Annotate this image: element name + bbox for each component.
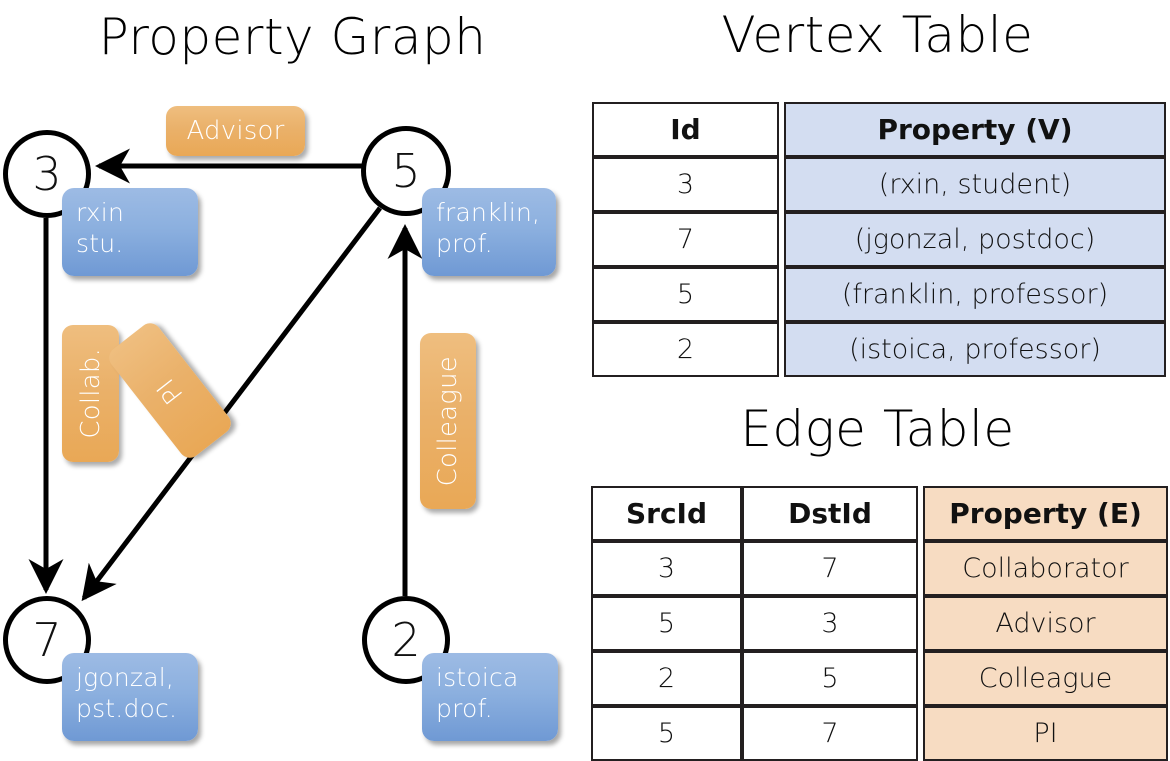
edge-cell-dstid: 5 <box>742 651 918 706</box>
graph-node-2-property: istoica prof. <box>422 653 558 741</box>
graph-edges-svg <box>28 148 423 602</box>
edge-table-header-dstid: DstId <box>742 486 918 541</box>
edge-table-header-srcid: SrcId <box>591 486 742 541</box>
graph-node-7-property-line2: pst.doc. <box>76 693 178 723</box>
vertex-cell-id: 3 <box>592 157 779 212</box>
graph-node-2-property-line1: istoica <box>436 663 519 692</box>
vertex-table-header-property: Property (V) <box>784 102 1166 157</box>
graph-node-3-label: 3 <box>32 147 62 201</box>
page-title-vertex-table: Vertex Table <box>721 6 1034 64</box>
vertex-table: Id Property (V) 3 (rxin, student) 7 (jgo… <box>592 102 1166 377</box>
graph-node-5[interactable]: 5 <box>361 126 451 216</box>
vertex-cell-id: 5 <box>592 267 779 322</box>
table-row: 3 7 Collaborator <box>591 541 1168 596</box>
property-graph-panel: Property Graph Advisor Collab. PI <box>0 0 585 760</box>
edge-cell-srcid: 5 <box>591 596 742 651</box>
vertex-table-header-id: Id <box>592 102 779 157</box>
vertex-cell-property: (franklin, professor) <box>784 267 1166 322</box>
edge-cell-srcid: 3 <box>591 541 742 596</box>
edge-cell-property: Collaborator <box>923 541 1168 596</box>
graph-node-5-property: franklin, prof. <box>422 188 556 276</box>
vertex-cell-id: 2 <box>592 322 779 377</box>
edge-cell-dstid: 7 <box>742 706 918 761</box>
vertex-cell-property: (istoica, professor) <box>784 322 1166 377</box>
graph-node-7-label: 7 <box>32 613 62 667</box>
graph-node-3-property: rxin stu. <box>62 188 198 276</box>
graph-node-3-property-line2: stu. <box>76 228 124 258</box>
page-title-property-graph: Property Graph <box>98 8 487 66</box>
edge-cell-srcid: 2 <box>591 651 742 706</box>
graph-node-5-property-line1: franklin, <box>436 198 541 227</box>
table-row: 5 3 Advisor <box>591 596 1168 651</box>
graph-node-7-property: jgonzal, pst.doc. <box>62 653 198 741</box>
vertex-cell-property: (jgonzal, postdoc) <box>784 212 1166 267</box>
edge-label-colleague: Colleague <box>420 333 476 509</box>
edge-cell-dstid: 3 <box>742 596 918 651</box>
table-row: 2 (istoica, professor) <box>592 322 1166 377</box>
edge-cell-property: Colleague <box>923 651 1168 706</box>
edge-label-pi-text: PI <box>150 371 190 410</box>
edge-label-collab-text: Collab. <box>75 348 106 439</box>
edge-table: SrcId DstId Property (E) 3 7 Collaborato… <box>591 486 1168 761</box>
graph-node-3-property-line1: rxin <box>76 198 124 227</box>
edge-label-colleague-text: Colleague <box>433 355 463 487</box>
page-title-edge-table: Edge Table <box>740 400 1015 458</box>
table-row: 5 (franklin, professor) <box>592 267 1166 322</box>
table-row: 5 7 PI <box>591 706 1168 761</box>
graph-node-5-property-line2: prof. <box>436 228 493 258</box>
vertex-cell-property: (rxin, student) <box>784 157 1166 212</box>
table-row: 7 (jgonzal, postdoc) <box>592 212 1166 267</box>
edge-table-header-property: Property (E) <box>923 486 1168 541</box>
graph-node-2-label: 2 <box>391 613 421 667</box>
edge-label-advisor: Advisor <box>166 106 305 156</box>
graph-node-7-property-line1: jgonzal, <box>76 663 175 692</box>
vertex-table-header-row: Id Property (V) <box>592 102 1166 157</box>
edge-cell-srcid: 5 <box>591 706 742 761</box>
vertex-cell-id: 7 <box>592 212 779 267</box>
edge-5-to-7 <box>81 206 382 602</box>
edge-label-advisor-text: Advisor <box>186 116 285 146</box>
edge-cell-property: PI <box>923 706 1168 761</box>
graph-node-2[interactable]: 2 <box>362 596 450 684</box>
graph-node-5-label: 5 <box>391 144 421 198</box>
table-row: 2 5 Colleague <box>591 651 1168 706</box>
edge-label-collab: Collab. <box>62 325 119 462</box>
edge-table-header-row: SrcId DstId Property (E) <box>591 486 1168 541</box>
edge-cell-property: Advisor <box>923 596 1168 651</box>
graph-node-2-property-line2: prof. <box>436 693 493 723</box>
edge-cell-dstid: 7 <box>742 541 918 596</box>
table-row: 3 (rxin, student) <box>592 157 1166 212</box>
